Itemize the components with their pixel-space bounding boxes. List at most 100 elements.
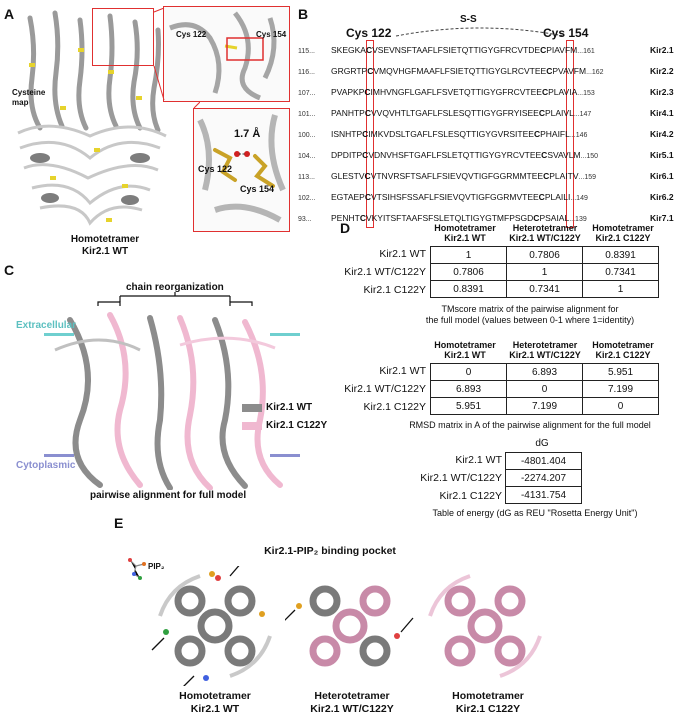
pip2-label: PIP₂	[148, 562, 165, 571]
panel-letter-c: C	[4, 262, 15, 278]
cysteine-154: C	[533, 129, 541, 139]
cysteine-map-label: Cysteine map	[12, 88, 46, 107]
channel-name: Kir6.1	[650, 171, 674, 181]
table-cell: 5.951	[430, 397, 507, 415]
cysteine-122: C	[364, 171, 371, 181]
channel-name: Kir2.3	[650, 87, 674, 97]
sequence-suffix: PHAIFL	[540, 129, 570, 139]
table-cell: 0.7341	[506, 280, 583, 298]
end: ...161	[577, 48, 595, 55]
sequence-suffix: PLAIVL	[544, 108, 574, 118]
cysteine-154: C	[541, 87, 549, 97]
dg-row-label-1: Kir2.1 WT	[455, 454, 502, 466]
table-cell: 0	[582, 397, 659, 415]
table-cell: -4801.404	[505, 452, 582, 470]
cysteine-122: C	[365, 45, 373, 55]
sequence-suffix: PIAVFM	[546, 45, 578, 55]
end: ...147	[573, 111, 592, 118]
zoom1-cys122-label: Cys 122	[176, 30, 207, 39]
cys122-column-box	[366, 40, 374, 228]
channel-name: Kir2.2	[650, 66, 674, 76]
zoom2-cys122-label: Cys 122	[198, 164, 233, 174]
start: 116...	[298, 69, 315, 76]
rmsd-col-header-1-l2: Kir2.1 WT	[444, 350, 486, 360]
start: 104...	[298, 153, 316, 160]
sequence-middle: IMHVNGFLGAFLFSVETQTTIGYGFRCVTEE	[370, 87, 542, 97]
ss-bond-label: S-S	[460, 14, 477, 25]
table-cell: 0.7806	[506, 246, 583, 264]
sequence-middle: VMQVHGFMAAFLFSIETQTTIGYGLRCVTEE	[373, 66, 547, 76]
sequence-middle: VTNVRSFTSAFLFSIEVQVTIGFGGRMMTEE	[370, 171, 544, 181]
sequence-middle: VVQVHTLTGAFLFSLESQTTIGYGFRYISEE	[371, 108, 539, 118]
zoom2-cys154-label: Cys 154	[240, 184, 275, 194]
sequence-prefix: GLESTV	[331, 171, 365, 181]
sequence-row: 101...PANHTPCVVQVHTLTGAFLFSLESQTTIGYGFRY…	[298, 108, 678, 129]
rmsd-row-label-3: Kir2.1 C122Y	[363, 401, 426, 413]
rmsd-col-header-2-l1: Heterotetramer	[512, 340, 578, 350]
sequence-suffix: SVAVLM	[547, 150, 581, 160]
sequence-suffix: PLAILI	[544, 192, 571, 202]
table-cell: 0.7341	[582, 263, 659, 281]
channel-c122y-structure	[428, 574, 542, 678]
cys154-header: Cys 154	[543, 26, 589, 40]
table-cell: 5.951	[582, 363, 659, 381]
end: ...150	[580, 153, 599, 160]
end: ...149	[570, 195, 588, 202]
sequence-row: 104...DPDITPCVDNVHSFTGAFLFSLETQTTIGYGYRC…	[298, 150, 678, 171]
panel-letter-d: D	[340, 220, 351, 236]
sequence-middle: VTSIHSFSSAFLFSIEVQVTIGFGGRMVTEE	[371, 192, 539, 202]
panel-e-caption-3-l2: Kir2.1 C122Y	[455, 703, 521, 715]
cysteine-154: C	[543, 171, 550, 181]
panel-a-caption-line2: Kir2.1 WT	[81, 246, 129, 257]
tmscore-caption-1: TMscore matrix of the pairwise alignment…	[441, 304, 619, 314]
sequence-prefix: PENHT	[331, 213, 360, 223]
table-cell: 0	[506, 380, 583, 398]
legend-wt-swatch	[242, 404, 262, 412]
table-cell: 1	[582, 280, 659, 298]
rmsd-col-header-3-l1: Homotetramer	[592, 340, 654, 350]
panel-letter-e: E	[114, 515, 124, 531]
sequence-middle: IMKVDSLTGAFLFSLESQTTIGYGVRSITEE	[368, 129, 534, 139]
rmsd-row-label-2: Kir2.1 WT/C122Y	[344, 383, 426, 395]
zoom-box-1-structure	[169, 11, 277, 100]
zoom1-cys154-label: Cys 154	[256, 30, 287, 39]
panel-letter-a: A	[4, 6, 15, 22]
zoom-box-2-structure	[197, 114, 286, 223]
legend-c122y-swatch	[242, 422, 262, 430]
table-cell: 0.8391	[582, 246, 659, 264]
table-cell: 0.7806	[430, 263, 507, 281]
cysteine-122: C	[364, 192, 371, 202]
table-cell: 1	[430, 246, 507, 264]
zoom-connector-lines	[153, 8, 200, 109]
pip2-molecule-icon	[128, 558, 146, 580]
table-cell: 6.893	[430, 380, 507, 398]
table-cell: -4131.754	[505, 486, 582, 504]
cysteine-122: C	[362, 129, 369, 139]
end: ...146	[569, 132, 588, 139]
channel-hetero-structure	[285, 585, 414, 667]
sequence-prefix: PANHTP	[331, 108, 365, 118]
dg-row-label-3: Kir2.1 C122Y	[439, 490, 502, 502]
end: ...162	[586, 69, 604, 76]
channel-name: Kir2.1	[650, 45, 674, 55]
cysteine-154: C	[540, 45, 547, 55]
start: 102...	[298, 195, 316, 202]
sequence-row: 115...SKEGKACVSEVNSFTAAFLFSIETQTTIGYGFRC…	[298, 45, 678, 66]
panel-e-caption-2-l1: Heterotetramer	[314, 690, 390, 702]
sequence-suffix: PLAVIA	[548, 87, 578, 97]
dg-caption: Table of energy (dG as REU "Rosetta Ener…	[432, 508, 638, 518]
table-cell: 1	[506, 263, 583, 281]
tm-col-header-3-l2: Kir2.1 C122Y	[595, 233, 651, 243]
cys154-column-box	[566, 40, 574, 228]
sequence-prefix: PVAPKP	[331, 87, 365, 97]
start: 93...	[298, 216, 312, 223]
cytoplasmic-line-right	[270, 454, 300, 457]
sequence-suffix: PSAIAL	[539, 213, 570, 223]
start: 100...	[298, 132, 316, 139]
tm-row-label-2: Kir2.1 WT/C122Y	[344, 266, 426, 278]
extracellular-label: Extracellular	[16, 320, 77, 331]
end: ...139	[569, 216, 587, 223]
